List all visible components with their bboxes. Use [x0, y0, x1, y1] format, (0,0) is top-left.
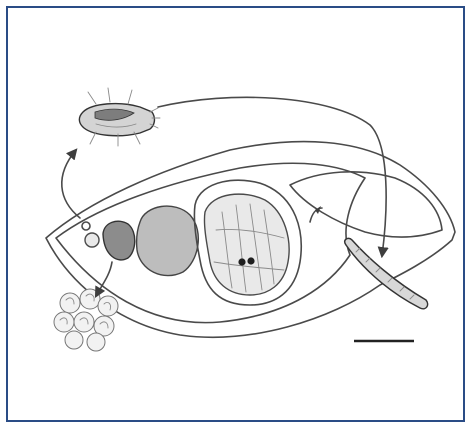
egg-dot-1: [238, 258, 245, 265]
larva: [345, 238, 428, 308]
central-organ-inner: [204, 194, 289, 295]
egg-dot-2: [247, 257, 254, 264]
egg-cluster: [54, 289, 118, 351]
dark-organ: [103, 221, 135, 260]
hook-tip: [315, 206, 321, 214]
adult-insect: [79, 88, 160, 146]
mottled-organ: [137, 206, 199, 276]
small-organ-1: [85, 233, 99, 247]
small-organ-2: [82, 222, 90, 230]
arrow-host-to-insect: [62, 150, 80, 218]
host-posterior-lobe: [290, 172, 442, 237]
